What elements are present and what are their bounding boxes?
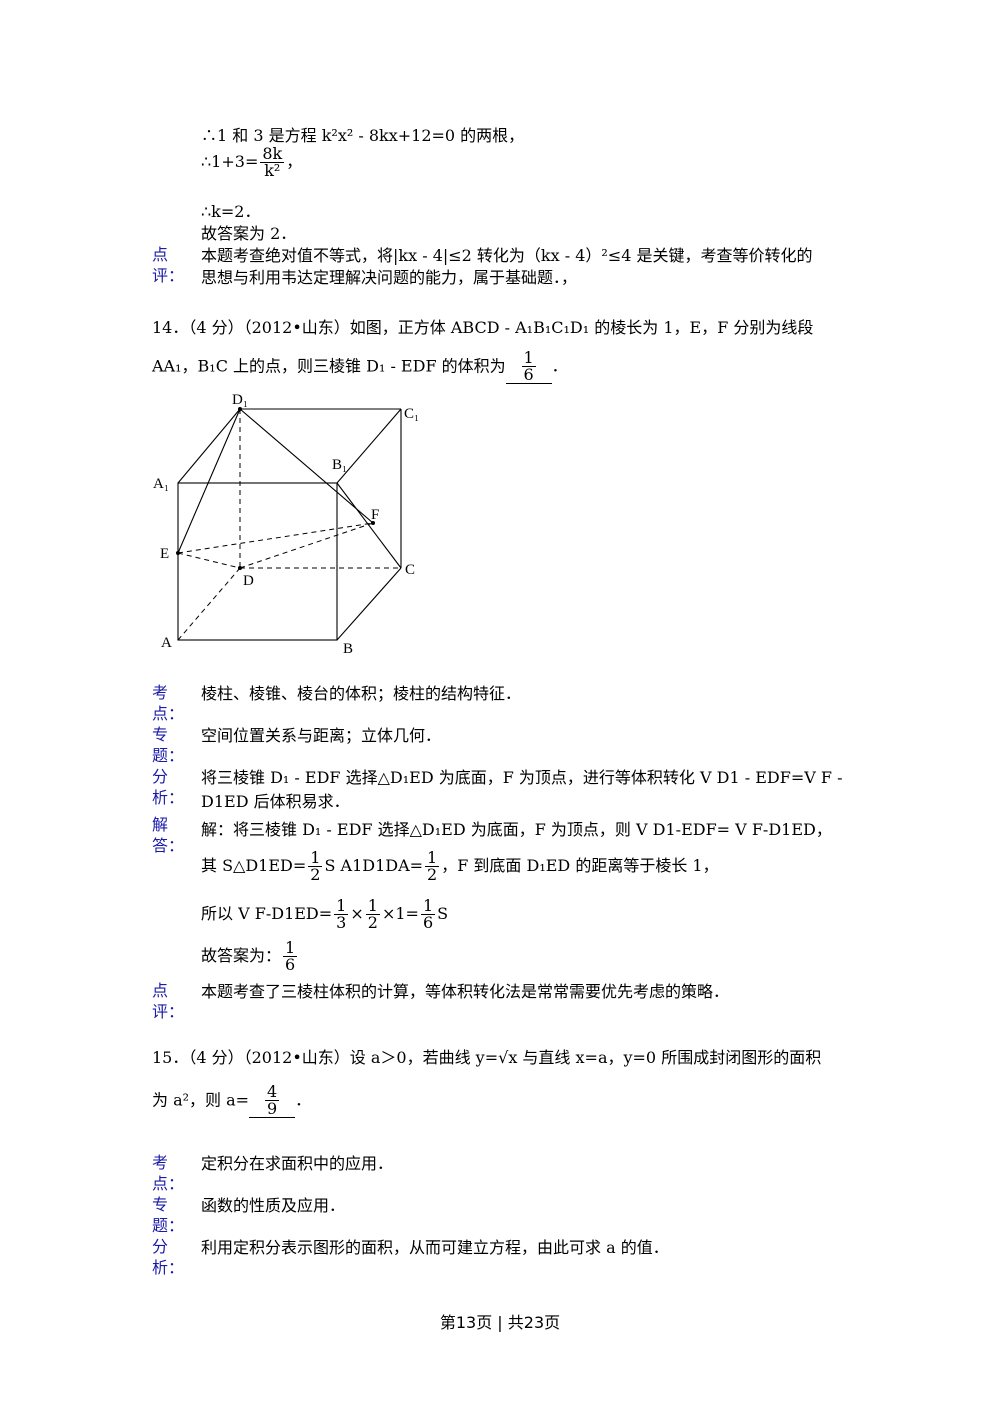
- q14-kd: 棱柱、棱锥、棱台的体积；棱柱的结构特征．: [201, 684, 522, 703]
- q15-kd-label: 考点：: [152, 1153, 185, 1193]
- page-footer: 第13页 | 共23页: [439, 1313, 561, 1332]
- prev-line-4: 故答案为 2．: [201, 224, 297, 243]
- q15-fx: 利用定积分表示图形的面积，从而可建立方程，由此可求 a 的值．: [201, 1238, 669, 1257]
- q14-fx-label: 分析：: [152, 767, 185, 807]
- prev-comment-1: 本题考查绝对值不等式，将|kx ‑ 4|≤2 转化为（kx ‑ 4）²≤4 是关…: [201, 246, 813, 265]
- label-A: A: [161, 635, 172, 651]
- label-B1: B₁: [332, 457, 347, 473]
- prev-line-1: ∴1 和 3 是方程 k²x² ‑ 8kx+12=0 的两根，: [201, 126, 525, 145]
- q15-zt-label: 专题：: [152, 1195, 185, 1235]
- q15-kd: 定积分在求面积中的应用．: [201, 1154, 394, 1173]
- q15-zt: 函数的性质及应用．: [201, 1196, 346, 1215]
- q14-zt-label: 专题：: [152, 725, 185, 765]
- q14-fx2: D1ED 后体积易求．: [201, 792, 350, 811]
- comment-label: 点评：: [152, 245, 185, 285]
- q14-kd-label: 考点：: [152, 683, 185, 723]
- prev-comment-2: 思想与利用韦达定理解决问题的能力，属于基础题．，: [201, 268, 578, 287]
- q14-dp-label: 点评：: [152, 981, 185, 1021]
- cube-figure: D₁ C₁ B₁ A₁ F E D C A B: [153, 392, 419, 657]
- prev-line-3: ∴k=2．: [201, 202, 261, 221]
- label-D1: D₁: [232, 392, 248, 408]
- label-C1: C₁: [404, 406, 419, 422]
- q14-head: 14．（4 分）（2012•山东）如图，正方体 ABCD ‑ A₁B₁C₁D₁ …: [152, 318, 814, 337]
- cube-front-face: [177, 482, 338, 641]
- label-D: D: [243, 573, 254, 589]
- q14-zt: 空间位置关系与距离；立体几何．: [201, 726, 442, 745]
- label-C: C: [405, 562, 415, 578]
- label-B: B: [343, 641, 353, 657]
- q14-fx1: 将三棱锥 D₁ ‑ EDF 选择△D₁ED 为底面，F 为顶点，进行等体积转化 …: [201, 768, 843, 787]
- label-E: E: [160, 546, 169, 562]
- q14-jd1: 解：将三棱锥 D₁ ‑ EDF 选择△D₁ED 为底面，F 为顶点，则 V D1…: [201, 820, 832, 839]
- q15-fx-label: 分析：: [152, 1237, 185, 1277]
- q15-head: 15．（4 分）（2012•山东）设 a＞0，若曲线 y=√x 与直线 x=a，…: [152, 1048, 822, 1067]
- label-F: F: [371, 507, 379, 523]
- label-A1: A₁: [153, 476, 169, 492]
- q14-dp: 本题考查了三棱柱体积的计算，等体积转化法是常常需要优先考虑的策略．: [201, 982, 730, 1001]
- q14-jd-label: 解答：: [152, 815, 185, 855]
